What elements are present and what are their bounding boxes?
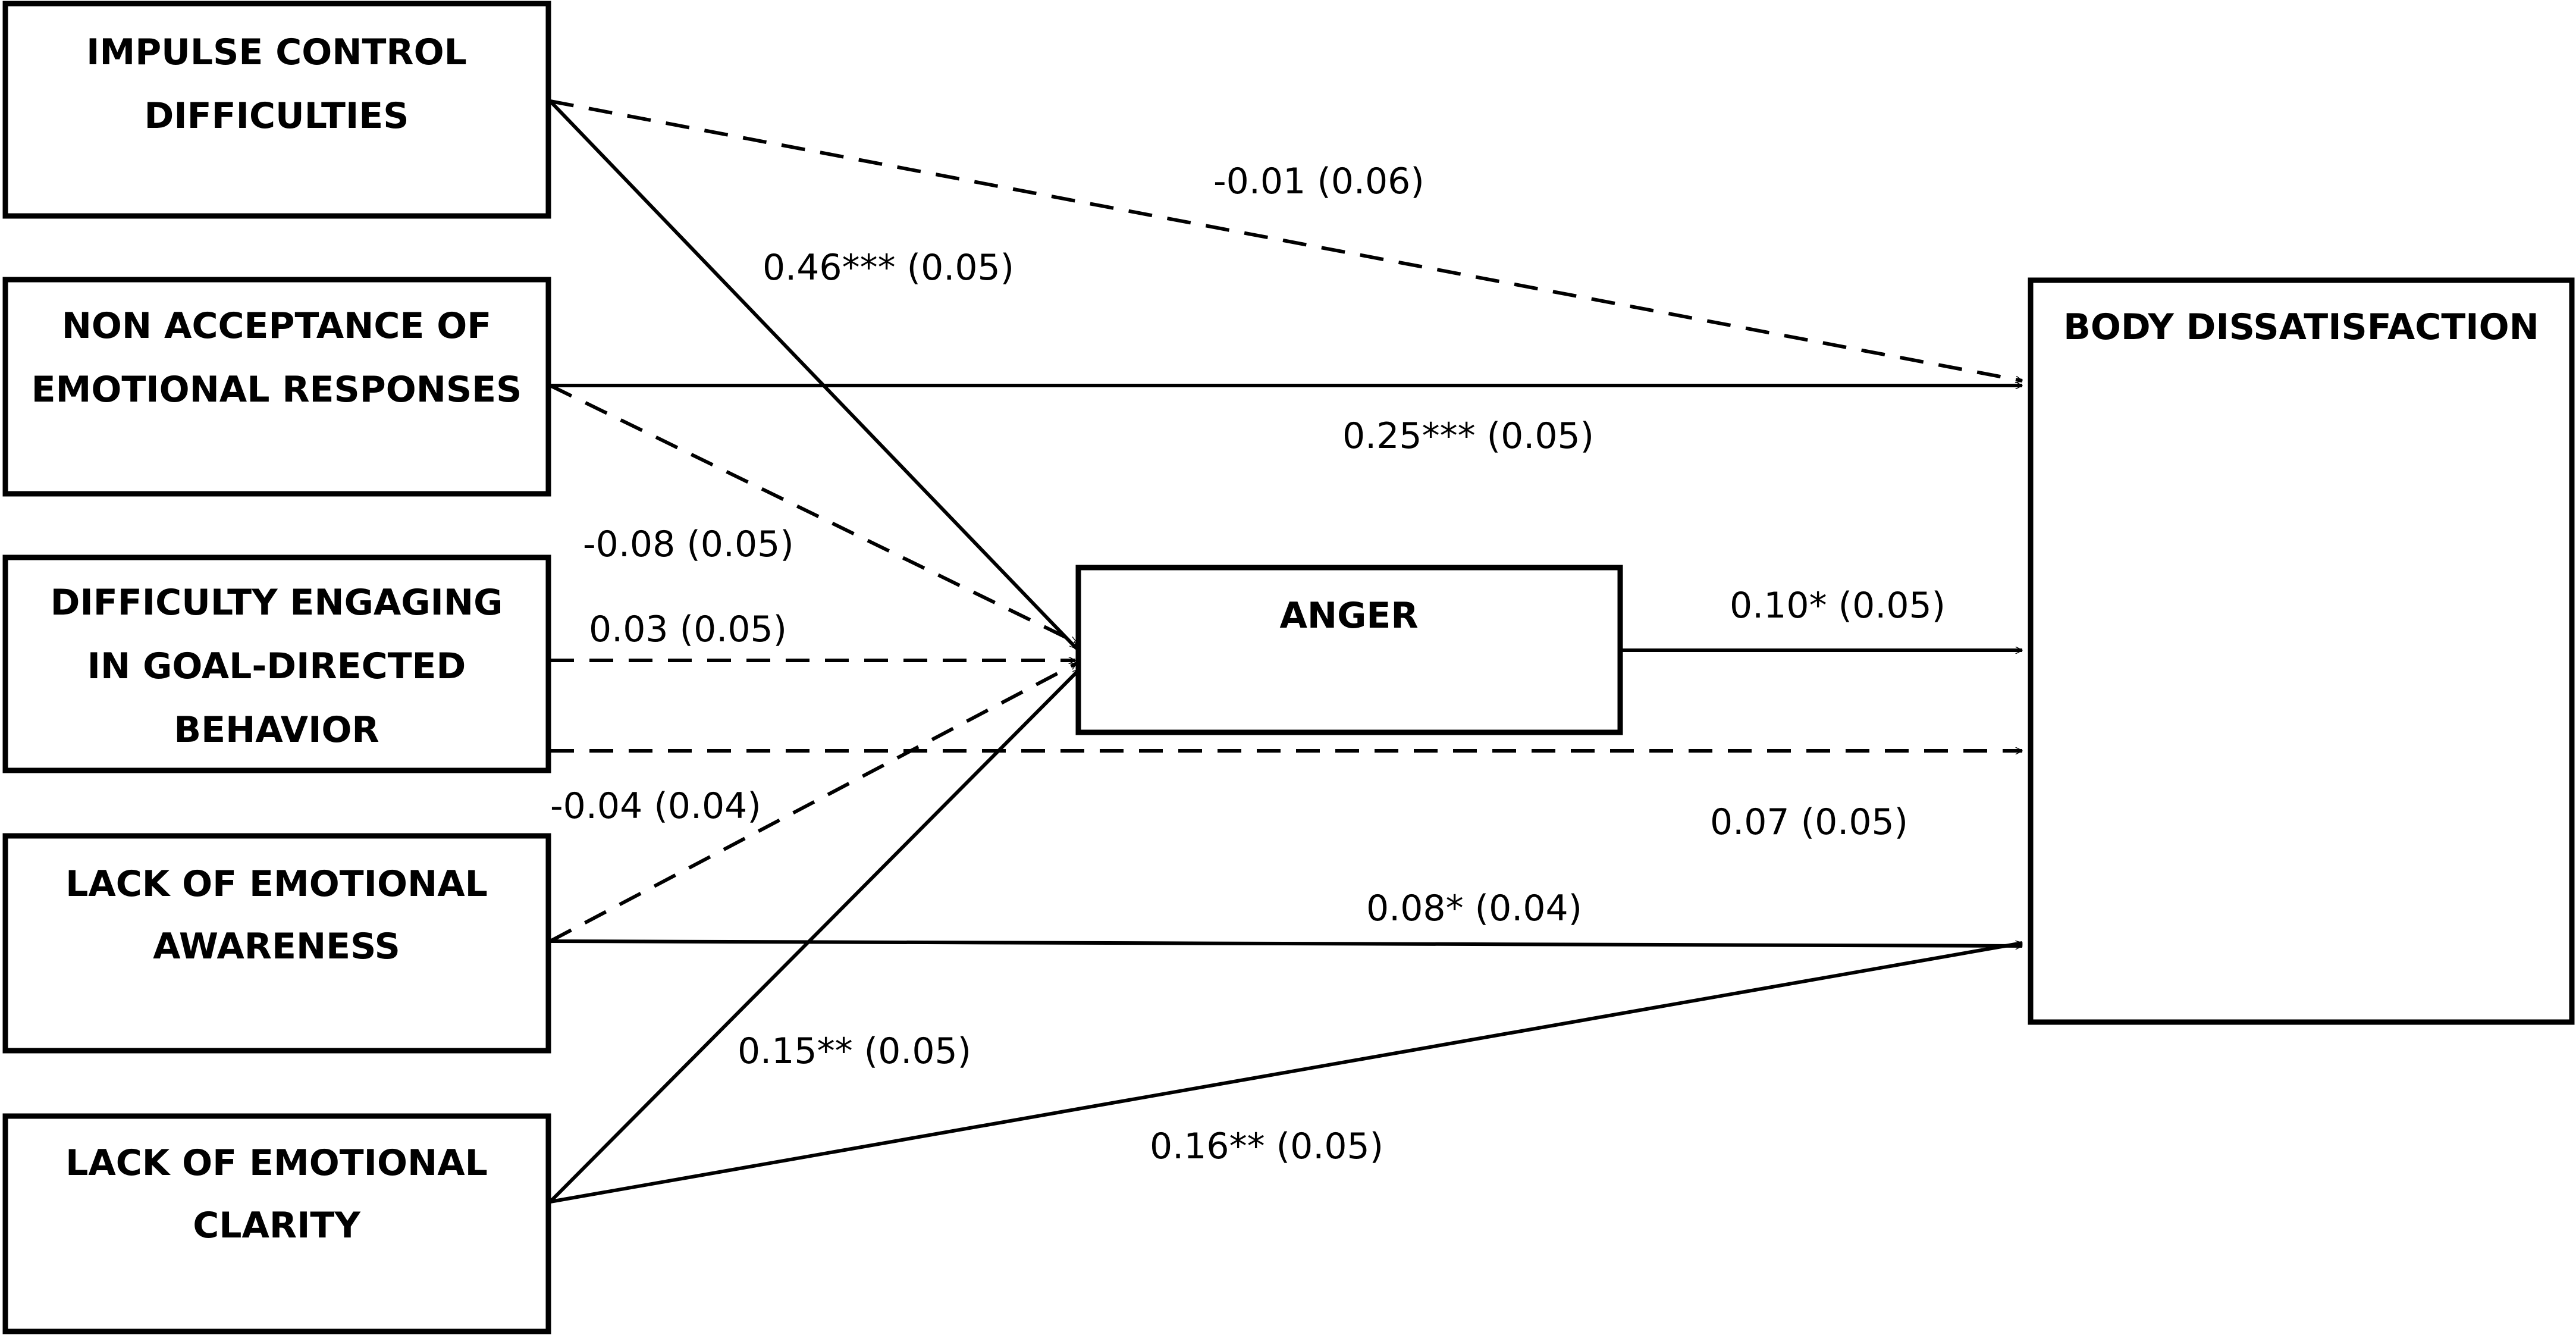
edge-label-impulse-anger: 0.46*** (0.05) (763, 247, 1014, 289)
node-label: EMOTIONAL RESPONSES (32, 369, 522, 411)
node-label: LACK OF EMOTIONAL (65, 863, 488, 905)
node-goal: DIFFICULTY ENGAGING IN GOAL-DIRECTED BEH… (2, 554, 551, 773)
edge-labels: -0.01 (0.06) 0.46*** (0.05) 0.25*** (0.0… (550, 161, 1946, 1167)
edge-label-nonaccept-anger: -0.08 (0.05) (583, 524, 794, 565)
edge-label-goal-anger: 0.03 (0.05) (589, 609, 787, 650)
node-label: CLARITY (193, 1205, 361, 1246)
node-label: DIFFICULTIES (145, 95, 409, 137)
node-label: AWARENESS (153, 926, 400, 967)
edge-label-awareness-body: 0.08* (0.04) (1366, 888, 1582, 929)
edge-awareness-anger (549, 662, 1077, 943)
edge-label-goal-body: 0.07 (0.05) (1710, 801, 1908, 843)
node-nonaccept: NON ACCEPTANCE OF EMOTIONAL RESPONSES (2, 277, 551, 497)
node-label: IMPULSE CONTROL (86, 32, 467, 73)
node-label: IN GOAL-DIRECTED (87, 646, 466, 687)
node-label: ANGER (1279, 595, 1418, 637)
edge-label-impulse-body: -0.01 (0.06) (1213, 161, 1425, 202)
node-label: BODY DISSATISFACTION (2063, 306, 2539, 348)
edge-label-anger-body: 0.10* (0.05) (1730, 585, 1946, 626)
edge-clarity-anger (548, 668, 1081, 1204)
node-clarity: LACK OF EMOTIONAL CLARITY (2, 1113, 551, 1334)
edge-label-clarity-anger: 0.15** (0.05) (738, 1030, 971, 1072)
edge-impulse-anger (548, 99, 1078, 650)
node-awareness: LACK OF EMOTIONAL AWARENESS (2, 833, 551, 1054)
node-anger: ANGER (1075, 565, 1623, 735)
edge-label-clarity-body: 0.16** (0.05) (1150, 1126, 1383, 1167)
edge-label-awareness-anger: -0.04 (0.04) (550, 785, 761, 827)
node-label: LACK OF EMOTIONAL (65, 1142, 488, 1184)
edge-label-nonaccept-body: 0.25*** (0.05) (1342, 415, 1594, 457)
edge-impulse-body (550, 99, 2022, 381)
node-impulse: IMPULSE CONTROL DIFFICULTIES (2, 1, 551, 219)
edge-clarity-body (550, 943, 2022, 1204)
edge-awareness-body (550, 939, 2022, 946)
edge-nonaccept-anger (549, 384, 1077, 644)
node-label: NON ACCEPTANCE OF (62, 305, 492, 347)
node-body: BODY DISSATISFACTION (2028, 277, 2575, 1025)
edges (548, 99, 2022, 1204)
node-label: DIFFICULTY ENGAGING (51, 582, 503, 623)
node-label: BEHAVIOR (174, 709, 379, 751)
